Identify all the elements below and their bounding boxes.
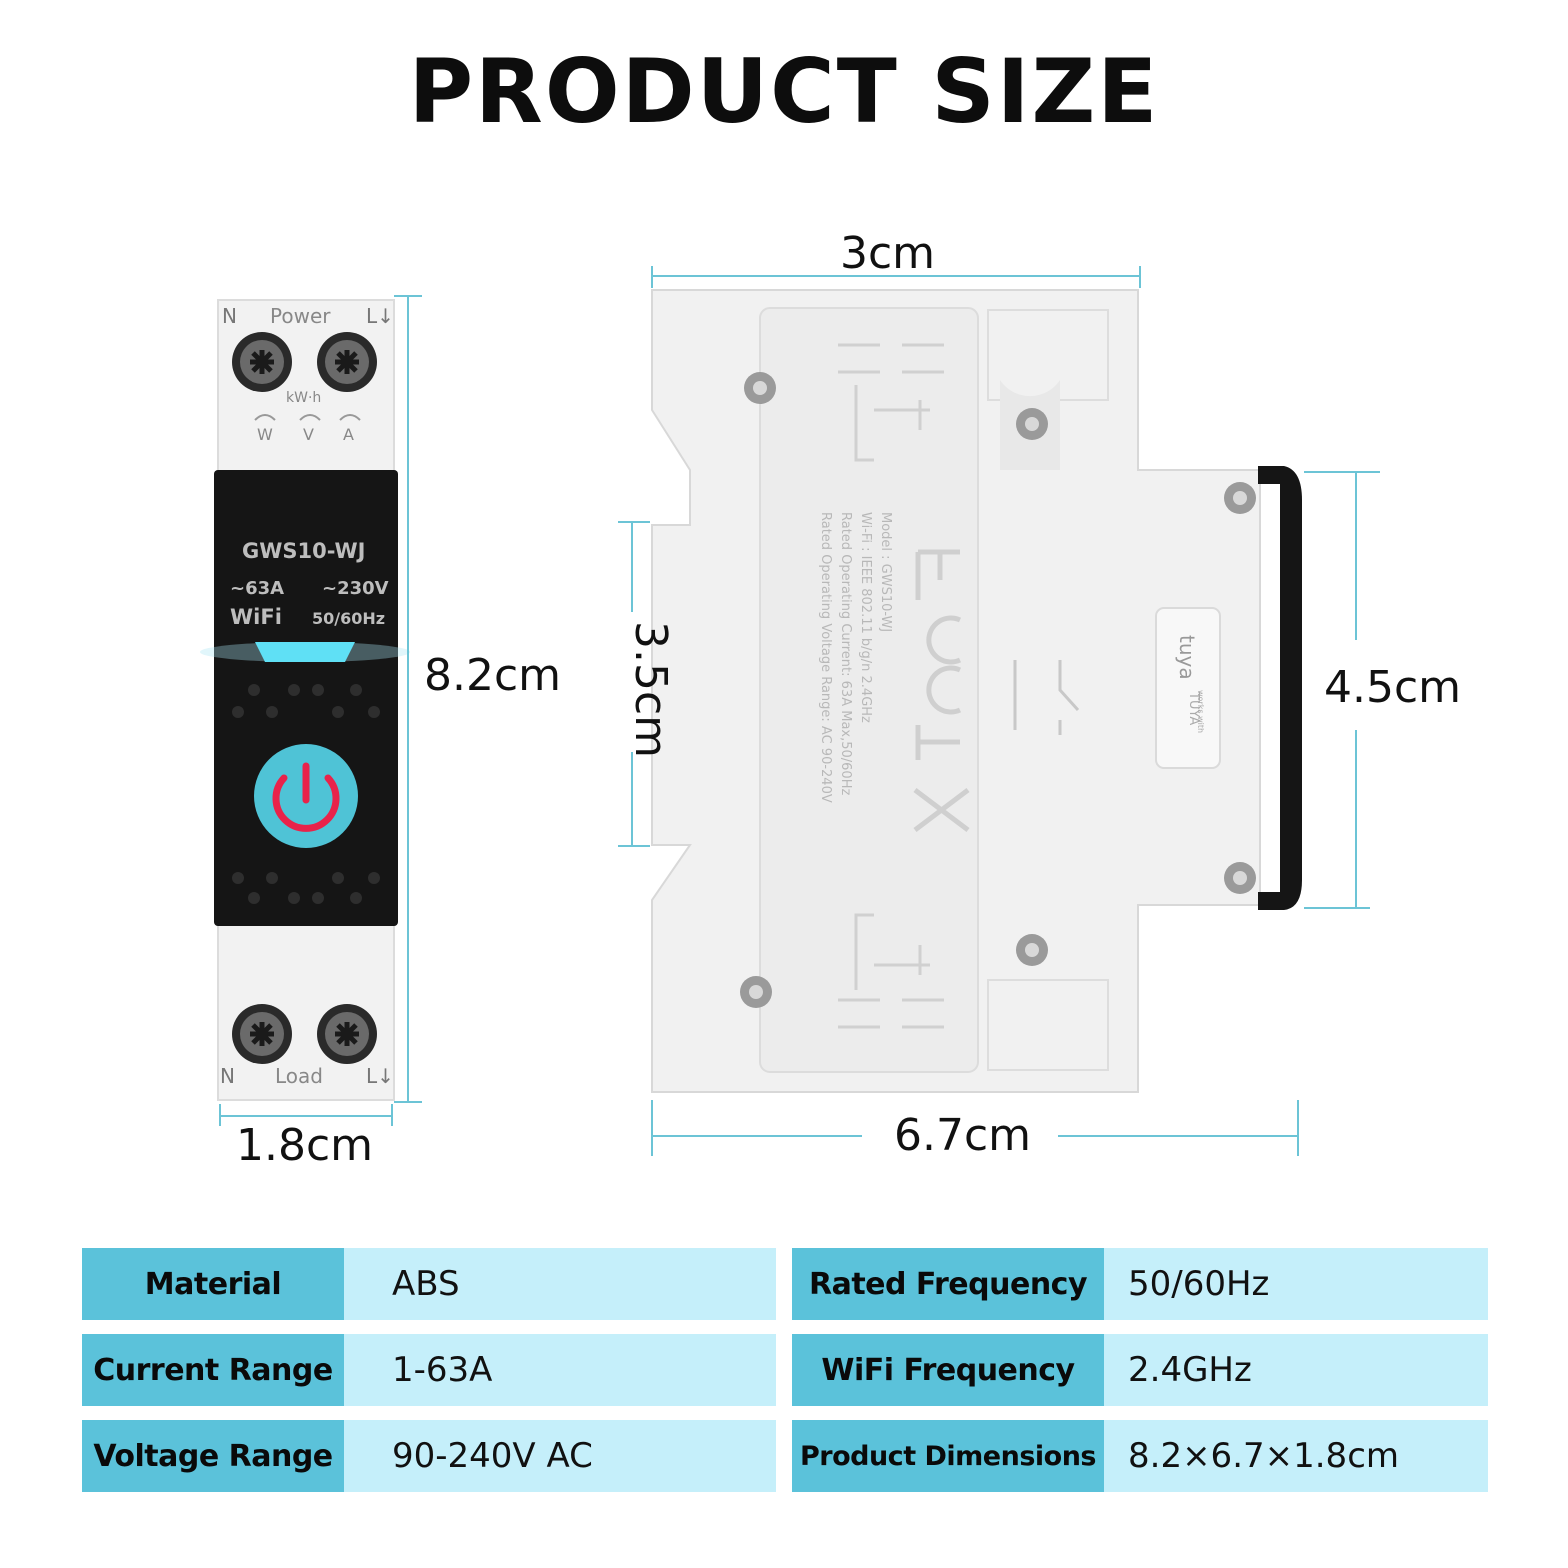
tuya-caps: TUYA (1186, 691, 1201, 725)
current-label: ~63A (230, 578, 284, 599)
tuya-brand: tuya (1175, 635, 1199, 680)
spec-table-right: Rated Frequency 50/60Hz WiFi Frequency 2… (792, 1248, 1488, 1506)
power-label: Power (270, 304, 331, 328)
bottom-n-label: N (220, 1064, 235, 1088)
power-button-icon (254, 744, 358, 848)
spec-label: Current Range (82, 1334, 344, 1406)
top-l-label: L↓ (366, 304, 394, 328)
load-label: Load (275, 1064, 323, 1088)
frequency-label: 50/60Hz (312, 609, 385, 628)
front-dimension-lines (219, 295, 422, 1126)
spec-row: Current Range 1-63A (82, 1334, 776, 1406)
spec-value: 1-63A (344, 1334, 776, 1406)
page-title: PRODUCT SIZE (408, 40, 1160, 143)
works-with-label: works with (1196, 690, 1205, 733)
status-led-icon (255, 642, 355, 662)
wiring-diagram (1013, 660, 1080, 735)
terminal-screw-icon (317, 1004, 377, 1064)
tuya-badge (1155, 607, 1221, 769)
spec-row: Rated Frequency 50/60Hz (792, 1248, 1488, 1320)
terminal-screw-icon (232, 1004, 292, 1064)
terminal-screw-icon (232, 332, 292, 392)
kwh-label: kW·h (286, 390, 321, 406)
spec-row: Product Dimensions 8.2×6.7×1.8cm (792, 1420, 1488, 1492)
spec-label: Voltage Range (82, 1420, 344, 1492)
certification-icons (913, 549, 970, 832)
spec-label: Rated Frequency (792, 1248, 1104, 1320)
indicator-w: W (257, 425, 273, 444)
dim-front-width: 1.8cm (236, 1120, 374, 1171)
dim-side-depth: 4.5cm (1324, 662, 1462, 713)
spec-value: 2.4GHz (1104, 1334, 1488, 1406)
spec-value: 50/60Hz (1104, 1248, 1488, 1320)
top-n-label: N (222, 304, 237, 328)
spec-value: ABS (344, 1248, 776, 1320)
side-dimension-lines (618, 266, 1380, 1156)
side-spec-line: Rated Operating Voltage Range: AC 90-240… (818, 512, 833, 803)
mounting-screw-icon (740, 372, 1256, 1008)
spec-label: Material (82, 1248, 344, 1320)
terminal-screw-icon (317, 332, 377, 392)
dim-side-length: 6.7cm (894, 1110, 1032, 1161)
embossed-marks (838, 343, 944, 1029)
indicator-arc-icon (254, 414, 361, 421)
bottom-l-label: L↓ (366, 1064, 394, 1088)
indicator-v: V (303, 425, 314, 444)
front-device: N Power L↓ kW·h W V A GWS10-WJ ~63A ~230… (200, 299, 410, 1101)
spec-value: 90-240V AC (344, 1420, 776, 1492)
side-spec-line: Rated Operating Current: 63A Max,50/60Hz (838, 512, 853, 795)
spec-value: 8.2×6.7×1.8cm (1104, 1420, 1488, 1492)
model-label: GWS10-WJ (242, 539, 366, 563)
spec-table-left: Material ABS Current Range 1-63A Voltage… (82, 1248, 776, 1506)
wifi-label: WiFi (230, 605, 282, 629)
spec-row: Material ABS (82, 1248, 776, 1320)
vent-holes (232, 684, 380, 904)
dim-side-middle: 3.5cm (625, 620, 677, 759)
side-device: tuya works with TUYA Model : GWS10-WJ Wi… (651, 289, 1302, 1093)
indicator-a: A (343, 425, 354, 444)
dim-front-height: 8.2cm (424, 650, 562, 701)
side-spec-line: Wi-Fi : IEEE 802.11 b/g/n 2.4GHz (858, 512, 873, 723)
spec-row: Voltage Range 90-240V AC (82, 1420, 776, 1492)
voltage-label: ~230V (322, 578, 389, 599)
spec-label: WiFi Frequency (792, 1334, 1104, 1406)
dim-side-top: 3cm (840, 228, 936, 279)
side-spec-line: Model : GWS10-WJ (878, 512, 893, 632)
spec-row: WiFi Frequency 2.4GHz (792, 1334, 1488, 1406)
spec-label: Product Dimensions (792, 1420, 1104, 1492)
